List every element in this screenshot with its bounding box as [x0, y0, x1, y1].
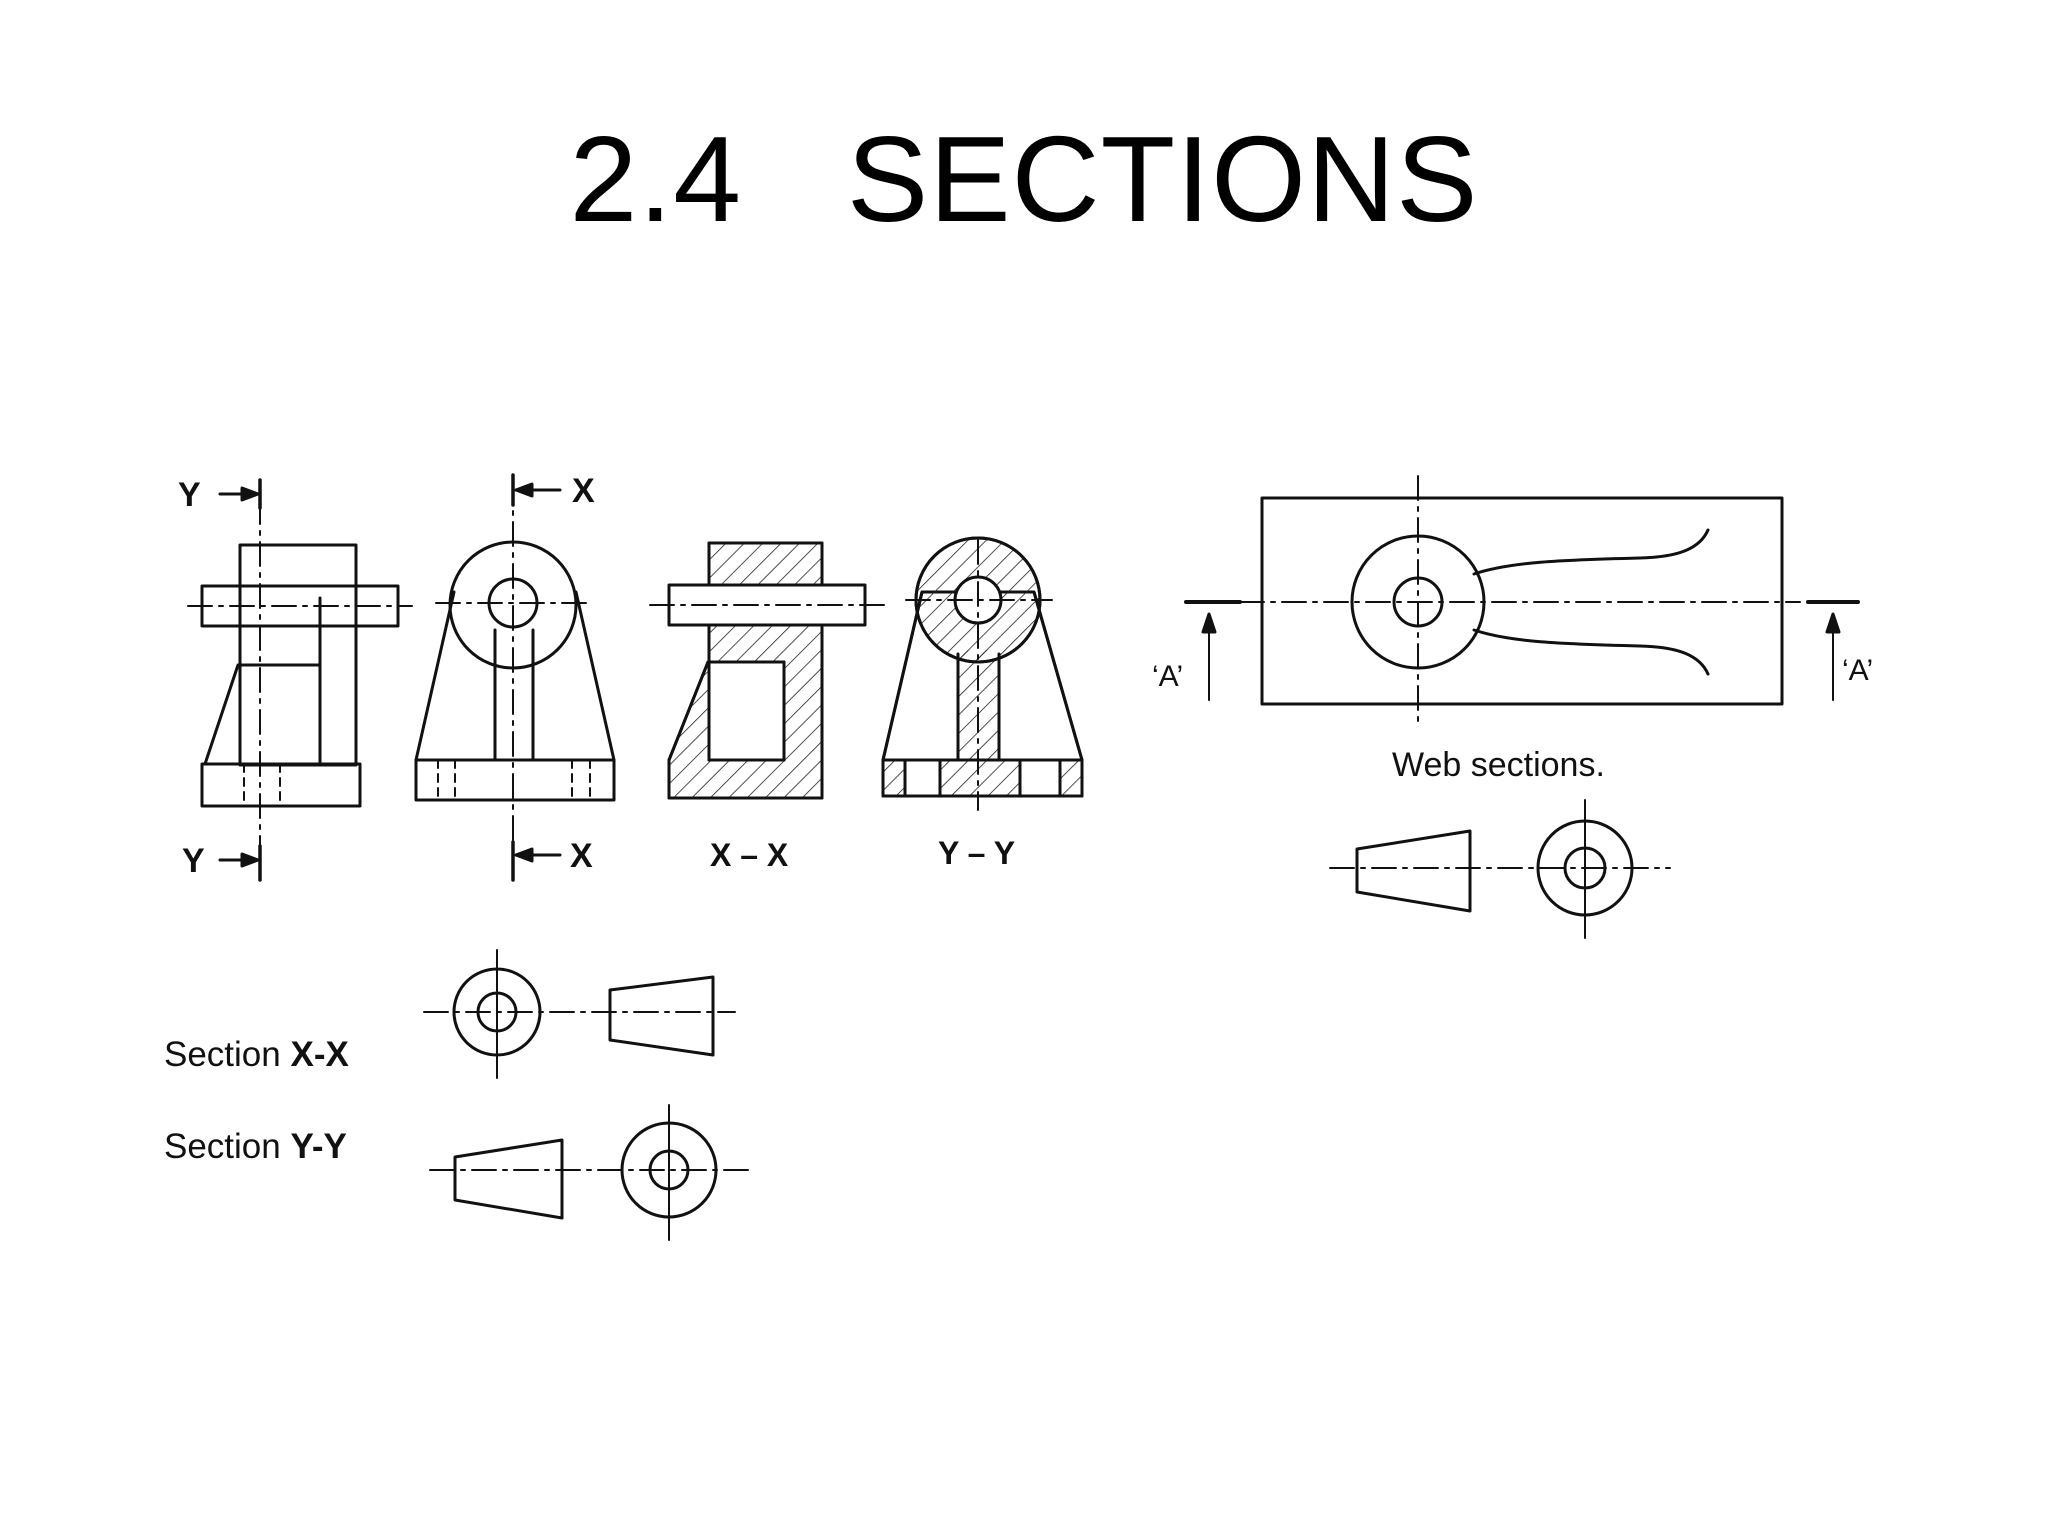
- section-x-x-label: Section X-X: [164, 1035, 349, 1074]
- label-a-right: ‘A’: [1842, 654, 1873, 687]
- section-y-y-bold: Y-Y: [290, 1127, 346, 1166]
- section-x-x-prefix: Section: [164, 1035, 290, 1074]
- section-x-x-bold: X-X: [290, 1035, 349, 1074]
- slide-title: 2.4 SECTIONS: [569, 111, 1479, 247]
- web-sections-plan: [1184, 475, 1860, 729]
- caption-x-x: X – X: [710, 837, 789, 873]
- label-x-bottom: X: [570, 837, 593, 875]
- caption-y-y: Y – Y: [938, 835, 1015, 871]
- section-x-x-view: [649, 541, 885, 800]
- section-y-y-prefix: Section: [164, 1127, 290, 1166]
- web-revolved-section: [1329, 799, 1671, 939]
- front-view-x-plane: [414, 473, 616, 882]
- section-y-y-view: [881, 536, 1084, 811]
- label-y-top: Y: [178, 476, 201, 514]
- side-view-y-plane: [187, 478, 413, 882]
- label-y-bottom: Y: [182, 842, 205, 880]
- revolved-section-y-y: [429, 1104, 751, 1241]
- web-sections-caption: Web sections.: [1392, 746, 1605, 784]
- label-a-left: ‘A’: [1152, 660, 1183, 693]
- revolved-section-x-x: [423, 949, 736, 1079]
- section-y-y-label: Section Y-Y: [164, 1127, 347, 1166]
- label-x-top: X: [572, 472, 595, 510]
